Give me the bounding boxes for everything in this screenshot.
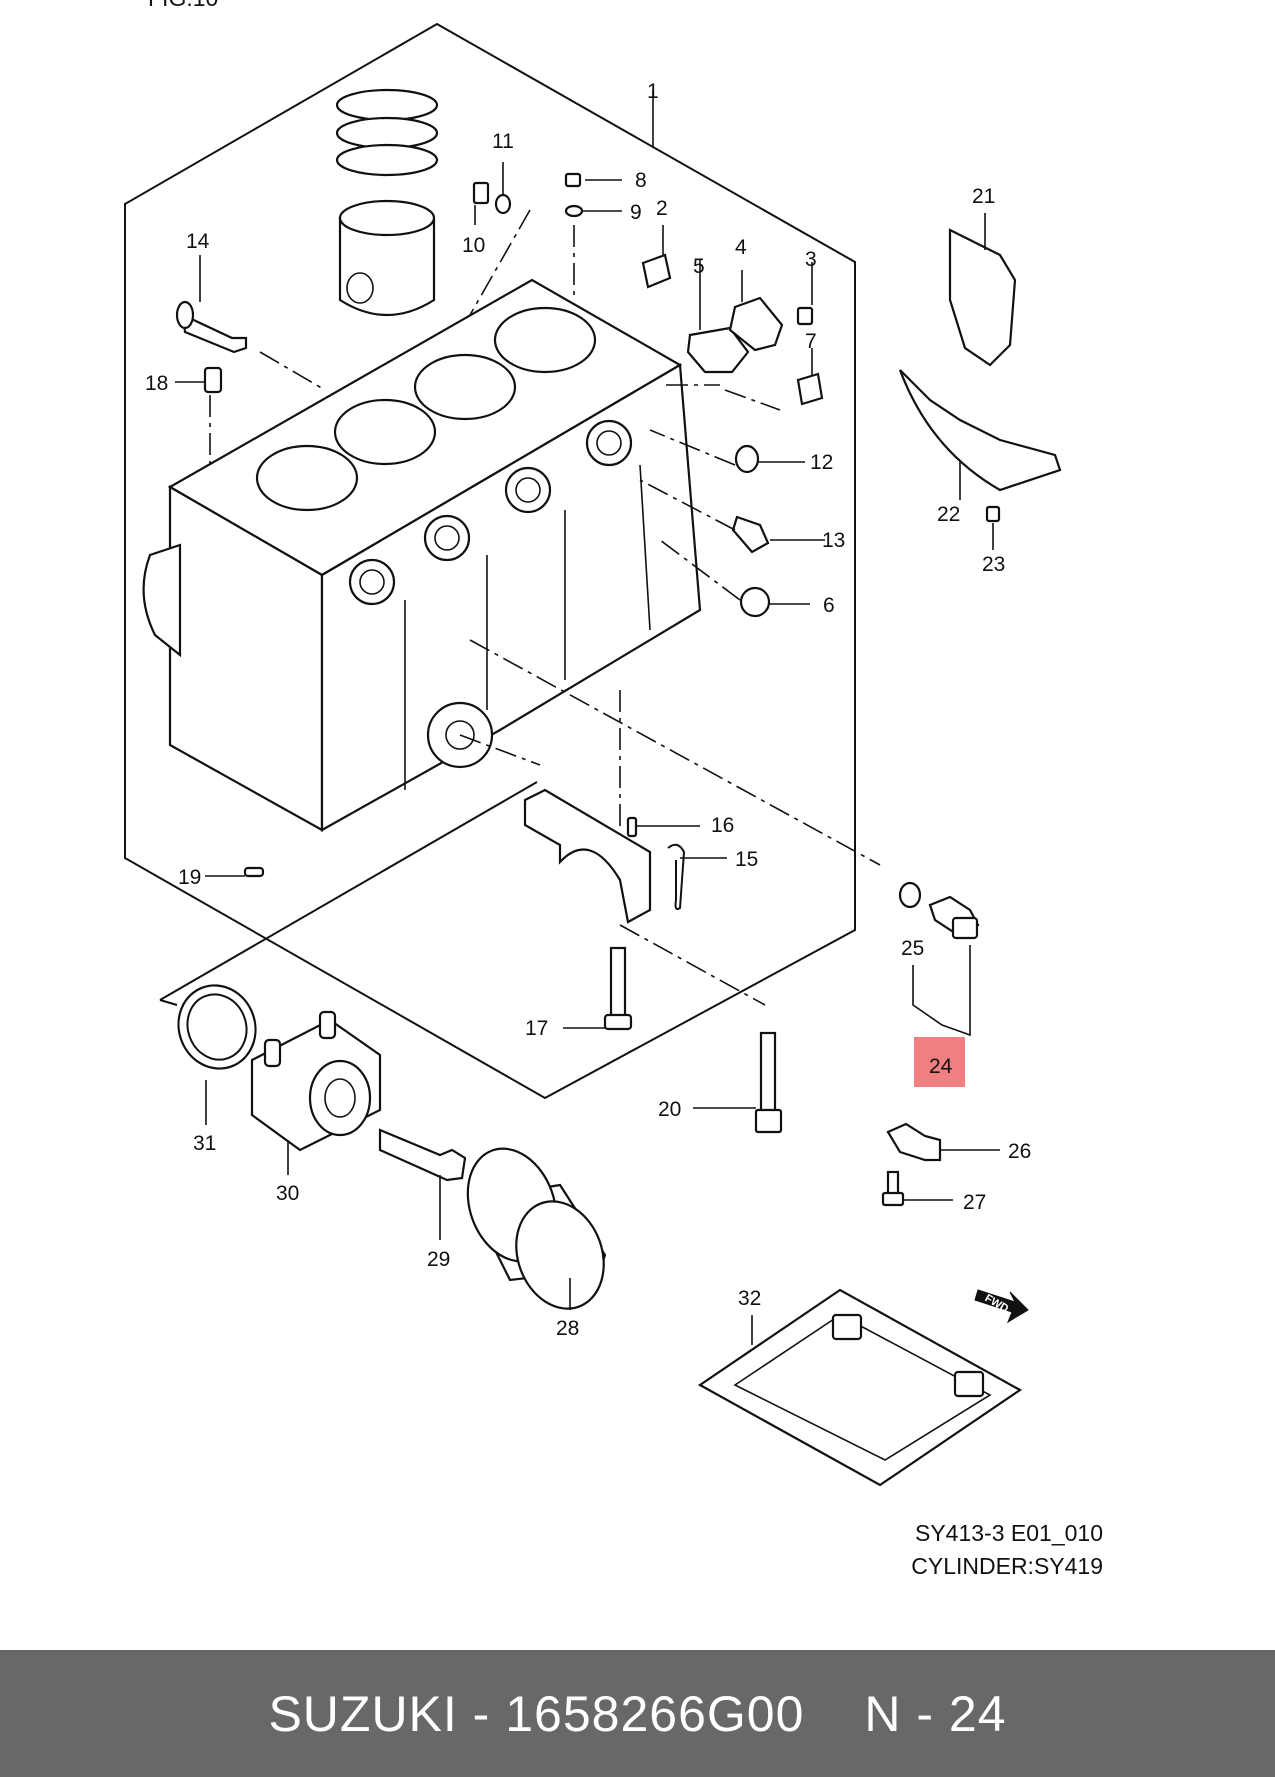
callout-2: 2: [656, 197, 668, 220]
callout-29: 29: [427, 1248, 450, 1271]
callout-7: 7: [805, 330, 817, 353]
block-enclosure: [124, 22, 856, 1100]
part-16: [626, 816, 638, 838]
part-15: [667, 843, 686, 910]
callout-23: 23: [982, 553, 1005, 576]
callout-4: 4: [735, 236, 747, 259]
callout-9: 9: [630, 201, 642, 224]
callout-30: 30: [276, 1182, 299, 1205]
callout-14: 14: [186, 230, 210, 253]
part-23: [985, 505, 1001, 523]
callout-3: 3: [805, 248, 817, 271]
callout-10: 10: [462, 234, 485, 257]
part-4: [728, 296, 784, 352]
callout-15: 15: [735, 848, 758, 871]
part-17: [603, 946, 633, 1031]
callout-32: 32: [738, 1287, 761, 1310]
part-2: [641, 253, 672, 289]
cylinder-block: [142, 278, 702, 832]
part-7: [796, 372, 824, 406]
part-22: [898, 369, 1062, 492]
callout-25: 25: [901, 937, 924, 960]
part-28: [466, 1147, 607, 1310]
bearing-cap: [523, 788, 652, 924]
part-11: [494, 193, 512, 215]
callout-27: 27: [963, 1191, 986, 1214]
part-20: [754, 1031, 783, 1134]
callout-21: 21: [972, 185, 995, 208]
filter-enclosure: [159, 781, 538, 1001]
callout-20: 20: [658, 1098, 681, 1121]
cylinder-ref: CYLINDER:SY419: [911, 1553, 1103, 1579]
part-6: [739, 586, 771, 618]
callout-11: 11: [492, 130, 514, 153]
part-26: [886, 1122, 942, 1162]
parts-diagram: FIG.10: [124, 0, 1103, 1579]
part-24-sensor: [928, 895, 980, 940]
diagram-code: SY413-3 E01_010: [915, 1520, 1103, 1546]
part-30: [250, 1010, 382, 1152]
part-10: [472, 181, 490, 205]
part-18: [203, 366, 223, 394]
callout-8: 8: [635, 169, 647, 192]
part-3: [796, 306, 814, 326]
part-25: [898, 881, 922, 909]
part-14: [175, 300, 248, 354]
leader-lines: [175, 90, 1000, 1345]
callout-12: 12: [810, 451, 833, 474]
part-19: [243, 866, 265, 878]
part-number-text: SUZUKI - 1658266G00: [268, 1685, 805, 1742]
part-8: [564, 172, 582, 188]
callout-19: 19: [178, 866, 201, 889]
callout-28: 28: [556, 1317, 579, 1340]
piston: [338, 199, 436, 316]
callout-1: 1: [647, 80, 659, 103]
callout-26: 26: [1008, 1140, 1031, 1163]
reference-text: N - 24: [864, 1685, 1007, 1742]
part-9: [564, 204, 584, 218]
callout-31: 31: [193, 1132, 216, 1155]
part-27: [881, 1170, 905, 1207]
callout-24: 24: [929, 1055, 953, 1078]
part-29: [378, 1128, 467, 1182]
part-32: [697, 1288, 1023, 1487]
callout-labels: 1 2 3 4 5 6 7 8 9 10 11 12 13 14 15 16 1…: [145, 80, 1031, 1340]
part-13: [731, 515, 770, 554]
figure-header: FIG.10: [148, 0, 218, 11]
highlight-part-24: [914, 1037, 965, 1087]
fwd-arrow-icon: FWD: [974, 1289, 1029, 1324]
callout-22: 22: [937, 503, 960, 526]
part-12: [734, 444, 760, 474]
callout-13: 13: [822, 529, 845, 552]
piston-rings: [335, 88, 439, 177]
part-31: [177, 984, 257, 1070]
callout-18: 18: [145, 372, 168, 395]
part-21: [948, 228, 1017, 367]
callout-5: 5: [693, 255, 705, 278]
callout-6: 6: [823, 594, 835, 617]
part-number-footer: SUZUKI - 1658266G00 N - 24: [0, 1650, 1275, 1777]
callout-16: 16: [711, 814, 734, 837]
callout-17: 17: [525, 1017, 548, 1040]
svg-text:FWD: FWD: [983, 1292, 1011, 1315]
